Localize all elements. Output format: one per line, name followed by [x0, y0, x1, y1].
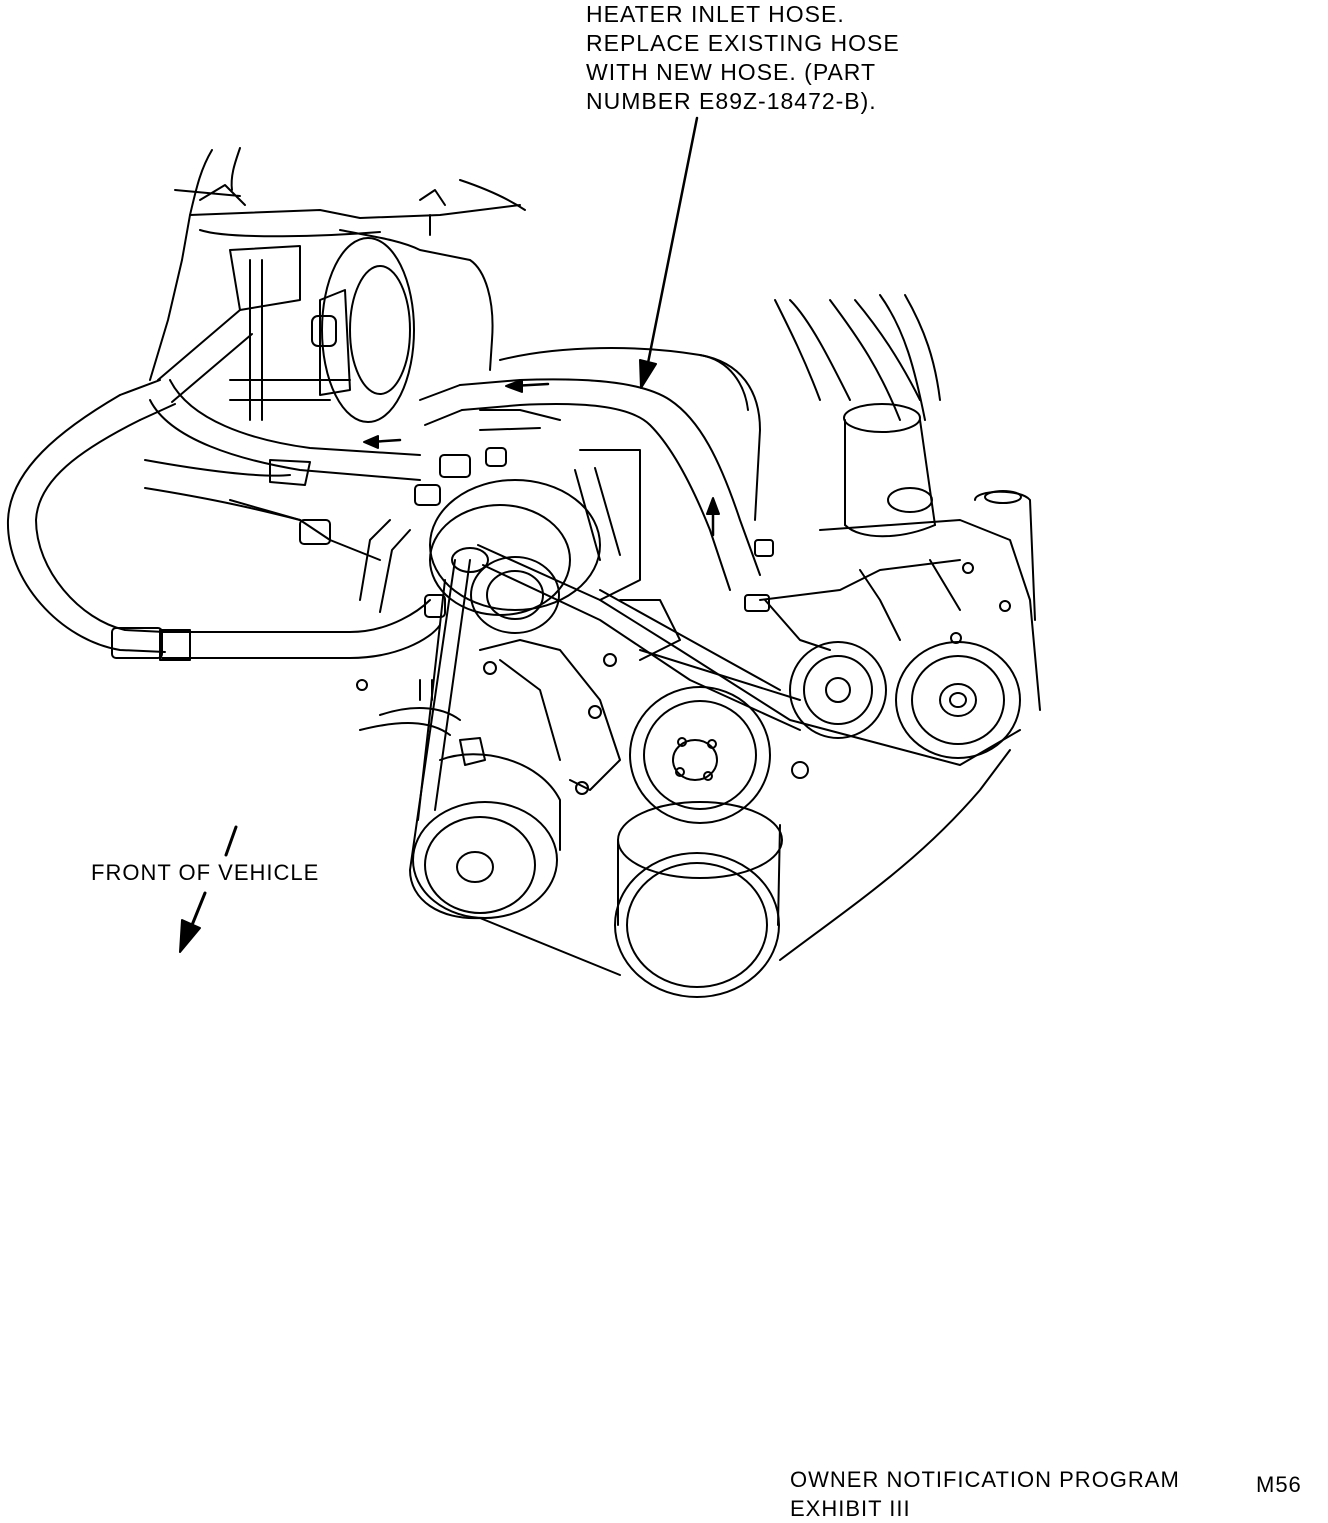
callout-line-3: WITH NEW HOSE. (PART: [586, 59, 877, 85]
oil-filler-neck: [843, 403, 1036, 621]
callout-line-4: NUMBER E89Z-18472-B).: [586, 88, 877, 114]
crankshaft-pulley: [629, 686, 809, 824]
program-title: OWNER NOTIFICATION PROGRAM: [790, 1467, 1180, 1492]
front-arrow-icon: [179, 825, 238, 953]
heater-lower-hose: [144, 379, 421, 561]
intake-plenum: [499, 294, 941, 521]
footer-program-block: OWNER NOTIFICATION PROGRAM EXHIBIT III: [790, 1465, 1180, 1523]
front-of-vehicle-label: FRONT OF VEHICLE: [91, 860, 320, 885]
exhibit-label: EXHIBIT III: [790, 1496, 911, 1521]
heater-inlet-hose: [363, 378, 761, 591]
heater-return-hose: [6, 309, 441, 661]
accessory-bracket: [479, 449, 1041, 795]
callout-leader-arrow: [639, 116, 699, 389]
document-code: M56: [1256, 1472, 1302, 1497]
hose-fittings: [356, 447, 774, 736]
water-pump-pulley: [429, 479, 601, 634]
heater-box: [149, 147, 526, 423]
ac-compressor-pulley: [412, 737, 561, 919]
callout-line-1: HEATER INLET HOSE.: [586, 1, 845, 27]
damper-pulley: [614, 801, 783, 998]
callout-line-2: REPLACE EXISTING HOSE: [586, 30, 900, 56]
power-steering-pulley: [895, 641, 1021, 759]
heater-hose-callout: HEATER INLET HOSE. REPLACE EXISTING HOSE…: [586, 0, 900, 116]
idler-pulley-left: [789, 641, 887, 739]
